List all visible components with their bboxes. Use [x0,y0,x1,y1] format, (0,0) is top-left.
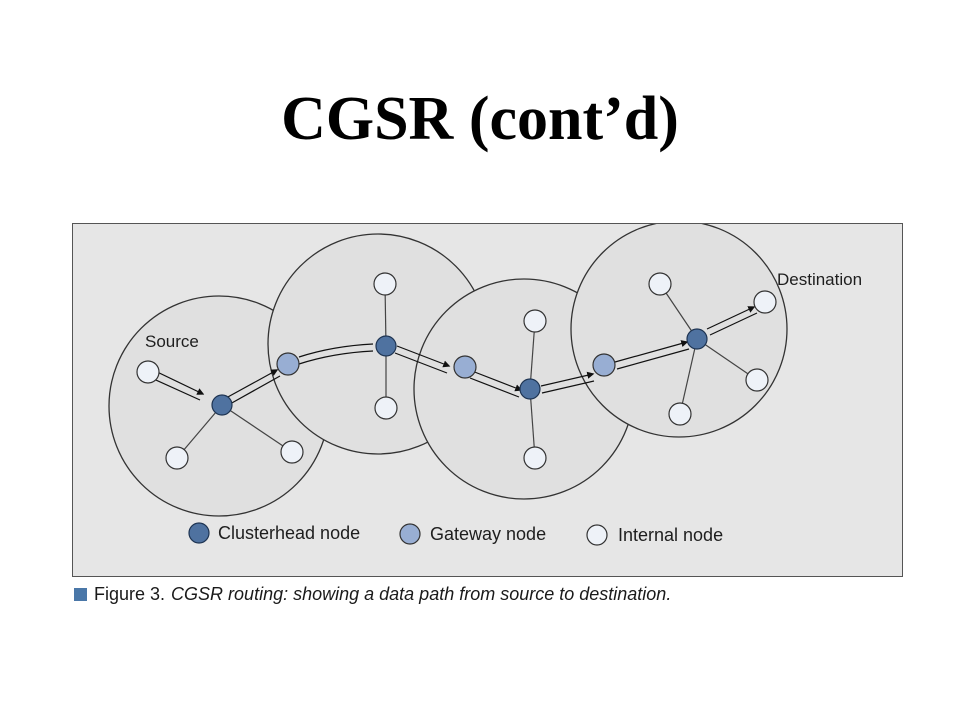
figure-caption: Figure 3. CGSR routing: showing a data p… [74,584,894,605]
path-segment [394,352,448,374]
cluster-4 [570,224,788,438]
path-segment [150,368,205,395]
legend-internal-label: Internal node [618,525,723,545]
gateway-node [276,352,300,376]
legend-clusterhead-label: Clusterhead node [218,523,360,543]
clusterhead-node [375,335,397,357]
destination-node [753,290,777,314]
slide-title: CGSR (cont’d) [281,85,679,153]
internal-node [668,402,692,426]
internal-node [280,440,304,464]
internal-node [374,396,398,420]
path-segment [298,350,374,365]
path-segment [614,340,689,363]
path-segment [616,348,690,370]
clusters [108,224,788,517]
internal-node [523,309,547,333]
link [221,404,293,453]
clusterhead-node [519,378,541,400]
path-segment [298,343,374,358]
internal-node [136,360,160,384]
clusterhead-node [686,328,708,350]
path-segment [541,380,595,394]
clusterhead-node [211,394,233,416]
path-segment [396,345,451,368]
destination-label: Destination [777,270,862,289]
legend-clusterhead-icon [188,522,210,544]
path-segment [229,375,281,405]
cgsr-routing-figure: Source Destination Clusterhead node Gate… [72,223,903,577]
path-segment [706,306,756,330]
gateway-node [453,355,477,379]
path-segment [225,369,279,399]
path-segment [540,371,595,387]
internal-node [373,272,397,296]
legend-internal-icon [586,524,608,546]
legend-gateway-icon [399,523,421,545]
gateway-nodes [276,352,616,379]
legend: Clusterhead node Gateway node Internal n… [188,522,723,546]
path-segment [469,377,520,398]
path-segment [709,312,758,336]
link [696,338,758,381]
caption-label: Figure 3. [94,584,166,604]
cgsr-diagram: Source Destination Clusterhead node Gate… [108,224,862,546]
internal-node [648,272,672,296]
caption-bullet-icon [74,588,87,601]
internal-node [745,368,769,392]
source-label: Source [145,332,199,351]
internal-node [523,446,547,470]
link [679,338,698,415]
caption-text: CGSR routing: showing a data path from s… [171,584,672,604]
legend-gateway-label: Gateway node [430,524,546,544]
internal-node [165,446,189,470]
clusterhead-nodes [211,328,708,416]
gateway-node [592,353,616,377]
path-segment [471,370,523,392]
internal-nodes [136,272,777,470]
